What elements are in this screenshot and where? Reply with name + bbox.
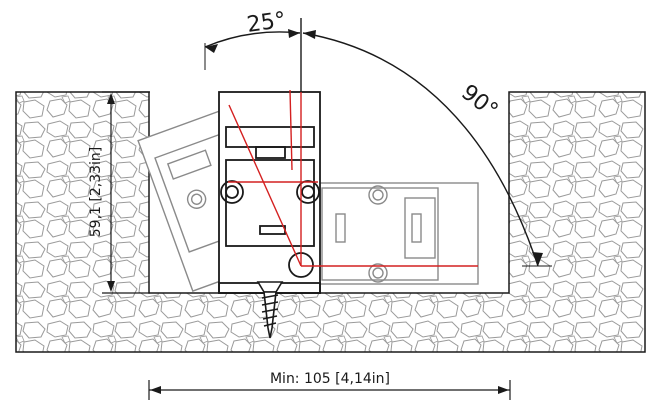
main-housing (218, 91, 321, 294)
angle-25-label: 25° (245, 8, 287, 38)
horizontal-housing-ghost (317, 182, 479, 285)
angle-dimension-arcs (204, 18, 552, 267)
angle-90-label: 90° (456, 80, 502, 124)
height-dimension-label: 59,1 [2,33in] (88, 147, 104, 237)
width-dimension (148, 380, 511, 400)
width-dimension-label: Min: 105 [4,14in] (270, 371, 390, 387)
rotation-reference-lines (228, 89, 478, 267)
mounting-screw (256, 281, 284, 339)
height-dimension (102, 91, 150, 294)
